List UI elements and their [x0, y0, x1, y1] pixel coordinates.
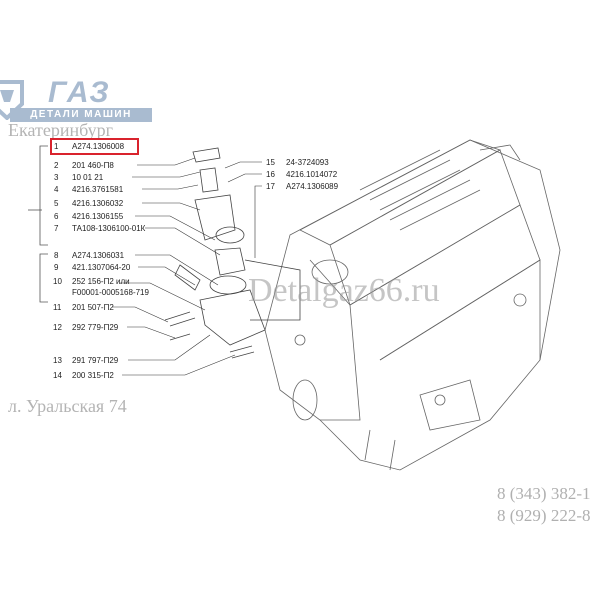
part-code: А274.1306008 — [72, 142, 125, 151]
part-code: 292 779-П29 — [72, 323, 119, 332]
part-number: 16 — [266, 170, 275, 179]
part-code: 4216.3761581 — [72, 185, 124, 194]
part-code: 10 01 21 — [72, 173, 104, 182]
part-code: 4216.1306032 — [72, 199, 124, 208]
phone-number: 8 (343) 382-1 — [497, 484, 591, 503]
part-code: ТА108-1306100-01К — [72, 224, 146, 233]
part-number: 8 — [54, 251, 59, 260]
watermark-city: Екатеринбург — [8, 120, 113, 140]
part-code: А274.1306089 — [286, 182, 339, 191]
part-code: 252 156-П2 или — [72, 277, 130, 286]
watermark-street: л. Уральская 74 — [8, 396, 127, 416]
highlighted-part-box — [50, 138, 139, 155]
part-number: 5 — [54, 199, 59, 208]
part-code: 4216.1306155 — [72, 212, 124, 221]
part-number: 14 — [53, 371, 62, 380]
part-code: 291 797-П29 — [72, 356, 119, 365]
part-number: 6 — [54, 212, 59, 221]
part-number: 3 — [54, 173, 59, 182]
part-code: 200 315-П2 — [72, 371, 114, 380]
part-number: 12 — [53, 323, 62, 332]
watermark-site: Detalgaz66.ru — [248, 272, 440, 309]
logo-brand: ГАЗ — [48, 76, 111, 109]
part-code: 24-3724093 — [286, 158, 329, 167]
part-code: 4216.1014072 — [286, 170, 338, 179]
part-code-alt: F00001-0005168-719 — [72, 288, 149, 297]
part-code: 421.1307064-20 — [72, 263, 131, 272]
part-number: 4 — [54, 185, 59, 194]
part-number: 7 — [54, 224, 59, 233]
part-number: 11 — [53, 303, 62, 312]
part-code: 201 507-П2 — [72, 303, 114, 312]
part-code: 201 460-П8 — [72, 161, 114, 170]
logo-tagline: ДЕТАЛИ МАШИН — [10, 108, 152, 122]
bracket-line — [39, 253, 48, 303]
part-number: 10 — [53, 277, 62, 286]
part-number: 17 — [266, 182, 275, 191]
engine-block — [264, 139, 561, 471]
part-code: А274.1306031 — [72, 251, 125, 260]
part-number: 2 — [54, 161, 59, 170]
thermostat-assembly — [164, 147, 301, 359]
part-number: 1 — [54, 142, 59, 151]
part-number: 15 — [266, 158, 275, 167]
leader-lines — [112, 157, 262, 376]
part-number: 9 — [54, 263, 59, 272]
gaz-logo: ГАЗ ДЕТАЛИ МАШИН — [0, 76, 152, 122]
part-number: 13 — [53, 356, 62, 365]
phone-number: 8 (929) 222-8 — [497, 506, 591, 525]
bracket-line — [39, 145, 48, 246]
